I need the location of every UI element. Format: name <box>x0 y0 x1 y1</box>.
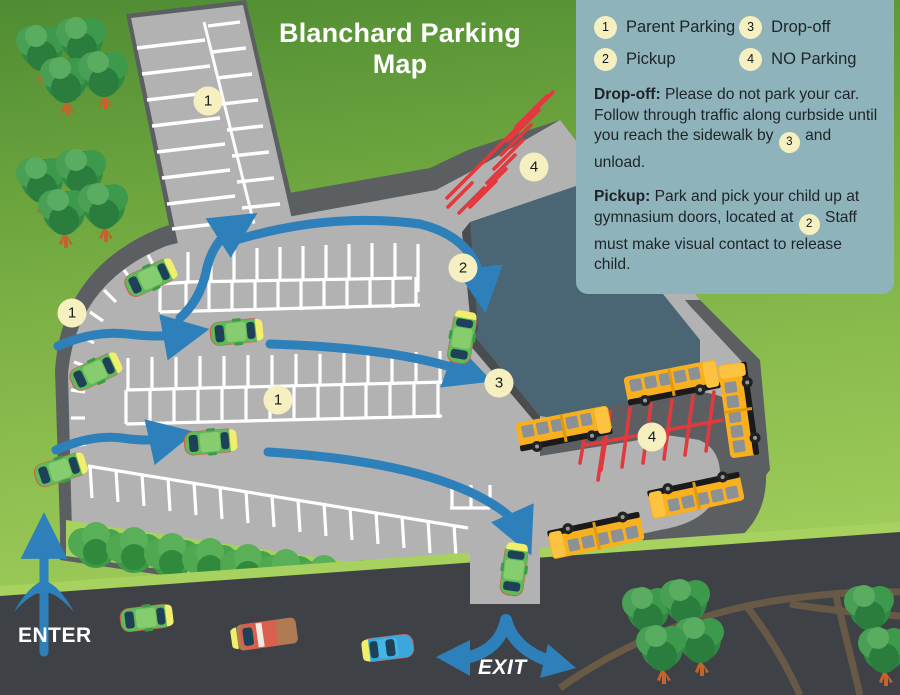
dropoff-text-before: Please do not park your car. Follow thro… <box>594 86 878 145</box>
legend-badge-1: 1 <box>594 16 617 39</box>
marker-parent-parking-center: 1 <box>263 385 293 415</box>
marker-parent-parking-west: 1 <box>57 298 87 328</box>
legend-label-parent-parking: Parent Parking <box>626 18 736 36</box>
pickup-text-before: Park and pick your child up at gymnasium… <box>594 187 860 226</box>
legend-label-dropoff: Drop-off <box>771 18 831 36</box>
marker-dropoff: 3 <box>484 368 514 398</box>
legend-label-no-parking: NO Parking <box>771 50 857 68</box>
marker-no-parking-north: 4 <box>519 152 549 182</box>
pickup-text-after: Staff must make visual contact to releas… <box>594 208 857 274</box>
dropoff-inline-badge: 3 <box>778 132 800 154</box>
legend-panel: 1 Parent Parking 3 Drop-off 2 Pickup 4 N… <box>576 0 894 294</box>
legend-key-pickup: 2 Pickup <box>594 48 735 71</box>
legend-key-no-parking: 4 NO Parking <box>739 48 878 71</box>
dropoff-term: Drop-off: <box>594 86 661 103</box>
pickup-inline-badge: 2 <box>798 213 820 235</box>
pickup-instructions: Pickup: Park and pick your child up at g… <box>594 187 878 276</box>
legend-key-list: 1 Parent Parking 3 Drop-off 2 Pickup 4 N… <box>594 16 878 71</box>
enter-label: ENTER <box>18 624 92 647</box>
legend-label-pickup: Pickup <box>626 50 676 68</box>
legend-badge-2: 2 <box>594 48 617 71</box>
legend-badge-3: 3 <box>739 16 763 39</box>
dropoff-instructions: Drop-off: Please do not park your car. F… <box>594 85 878 174</box>
legend-badge-4: 4 <box>739 48 763 71</box>
exit-label: EXIT <box>478 656 527 679</box>
dropoff-text-after: and unload. <box>594 127 832 172</box>
pickup-term: Pickup: <box>594 187 651 205</box>
marker-no-parking-bus-zone: 4 <box>637 422 667 452</box>
marker-pickup: 2 <box>448 253 478 283</box>
marker-parent-parking-north: 1 <box>193 86 223 116</box>
legend-key-parent-parking: 1 Parent Parking <box>594 16 735 39</box>
legend-key-dropoff: 3 Drop-off <box>739 16 878 39</box>
